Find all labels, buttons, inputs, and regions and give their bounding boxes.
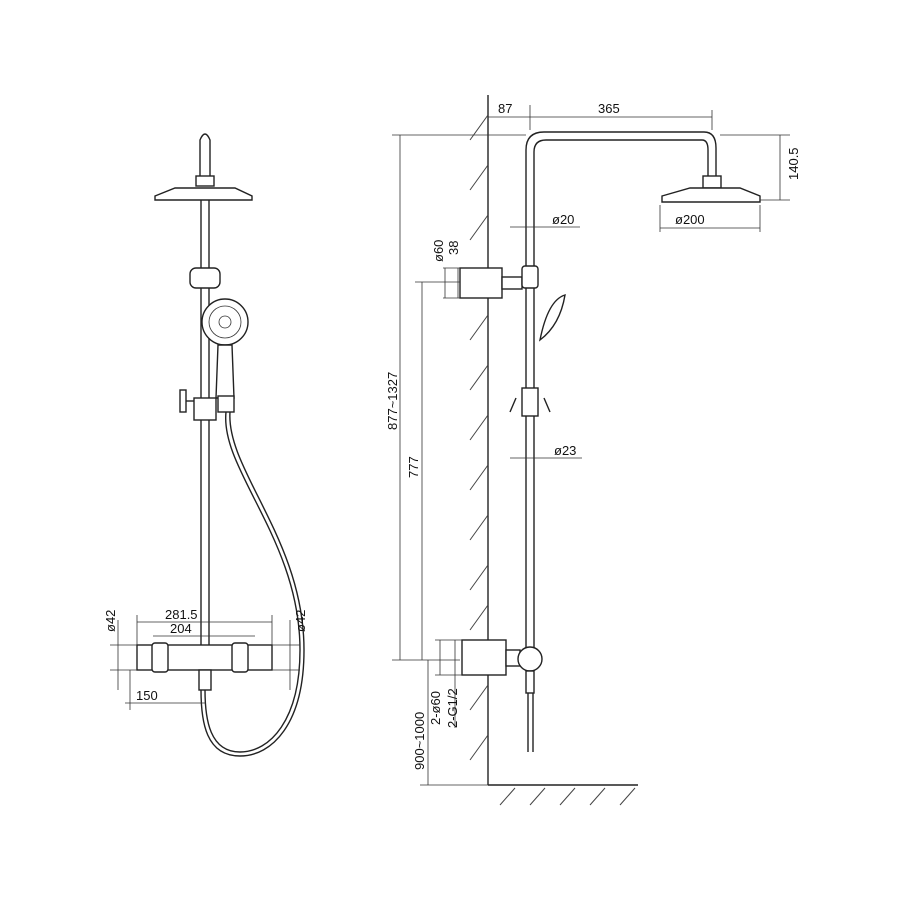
- slider-knob: [179, 389, 187, 413]
- bracket-arm: [501, 276, 523, 290]
- dim-dia-right: ø42: [293, 610, 308, 632]
- wall-bracket: [189, 267, 221, 289]
- mixer-knob-left: [151, 642, 169, 673]
- dim-head-dia: ø200: [675, 212, 705, 227]
- slider: [521, 387, 539, 417]
- dim-bracket-height: 777: [406, 456, 421, 478]
- floor-hatch: [499, 787, 636, 806]
- slider: [193, 397, 217, 421]
- dim-wall-offset: 87: [498, 101, 512, 116]
- shower-arm-top: [199, 133, 211, 178]
- rain-shower-head: [154, 187, 253, 201]
- slider-knob: [509, 397, 551, 413]
- head-connector: [702, 175, 722, 189]
- bracket-clamp: [521, 265, 539, 289]
- mixer-outlet: [198, 669, 212, 691]
- rain-shower-head: [661, 187, 761, 203]
- dim-lower-pipe-dia: ø23: [554, 443, 576, 458]
- dim-dia-left: ø42: [103, 610, 118, 632]
- dim-arm-length: 365: [598, 101, 620, 116]
- hand-shower: [538, 294, 566, 342]
- dim-upper-pipe-dia: ø20: [552, 212, 574, 227]
- dim-inlet-thread: 2-G1/2: [445, 688, 460, 728]
- mixer-outlet: [525, 670, 535, 694]
- hose: [204, 411, 301, 753]
- dim-bracket-dia: ø60: [431, 240, 446, 262]
- shower-pipe-inner: [533, 139, 709, 660]
- dim-install-height: 900~1000: [412, 712, 427, 770]
- mixer-inlet-flange: [461, 639, 507, 676]
- dim-spout-offset: 150: [136, 688, 158, 703]
- mixer-body: [517, 646, 543, 672]
- dim-width-centers: 204: [170, 621, 192, 636]
- dim-width-total: 281.5: [165, 607, 198, 622]
- head-connector: [195, 175, 215, 187]
- hand-shower-handle: [215, 344, 235, 399]
- shower-pipe-outer: [525, 131, 717, 660]
- dim-total-height: 877~1327: [385, 372, 400, 430]
- wall-bracket-flange: [459, 267, 503, 299]
- side-view: 87 365 140.5 ø200 ø20 ø23 ø60 38 877~132…: [385, 95, 801, 806]
- dim-bracket-depth: 38: [446, 241, 461, 255]
- hand-shower-holder: [217, 395, 235, 413]
- dim-inlet-dia: 2-ø60: [428, 691, 443, 725]
- front-view: 281.5 204 ø42 ø42 150: [103, 133, 308, 757]
- mixer-knob-right: [231, 642, 249, 673]
- wall-hatch: [469, 114, 489, 761]
- dim-head-drop: 140.5: [786, 147, 801, 180]
